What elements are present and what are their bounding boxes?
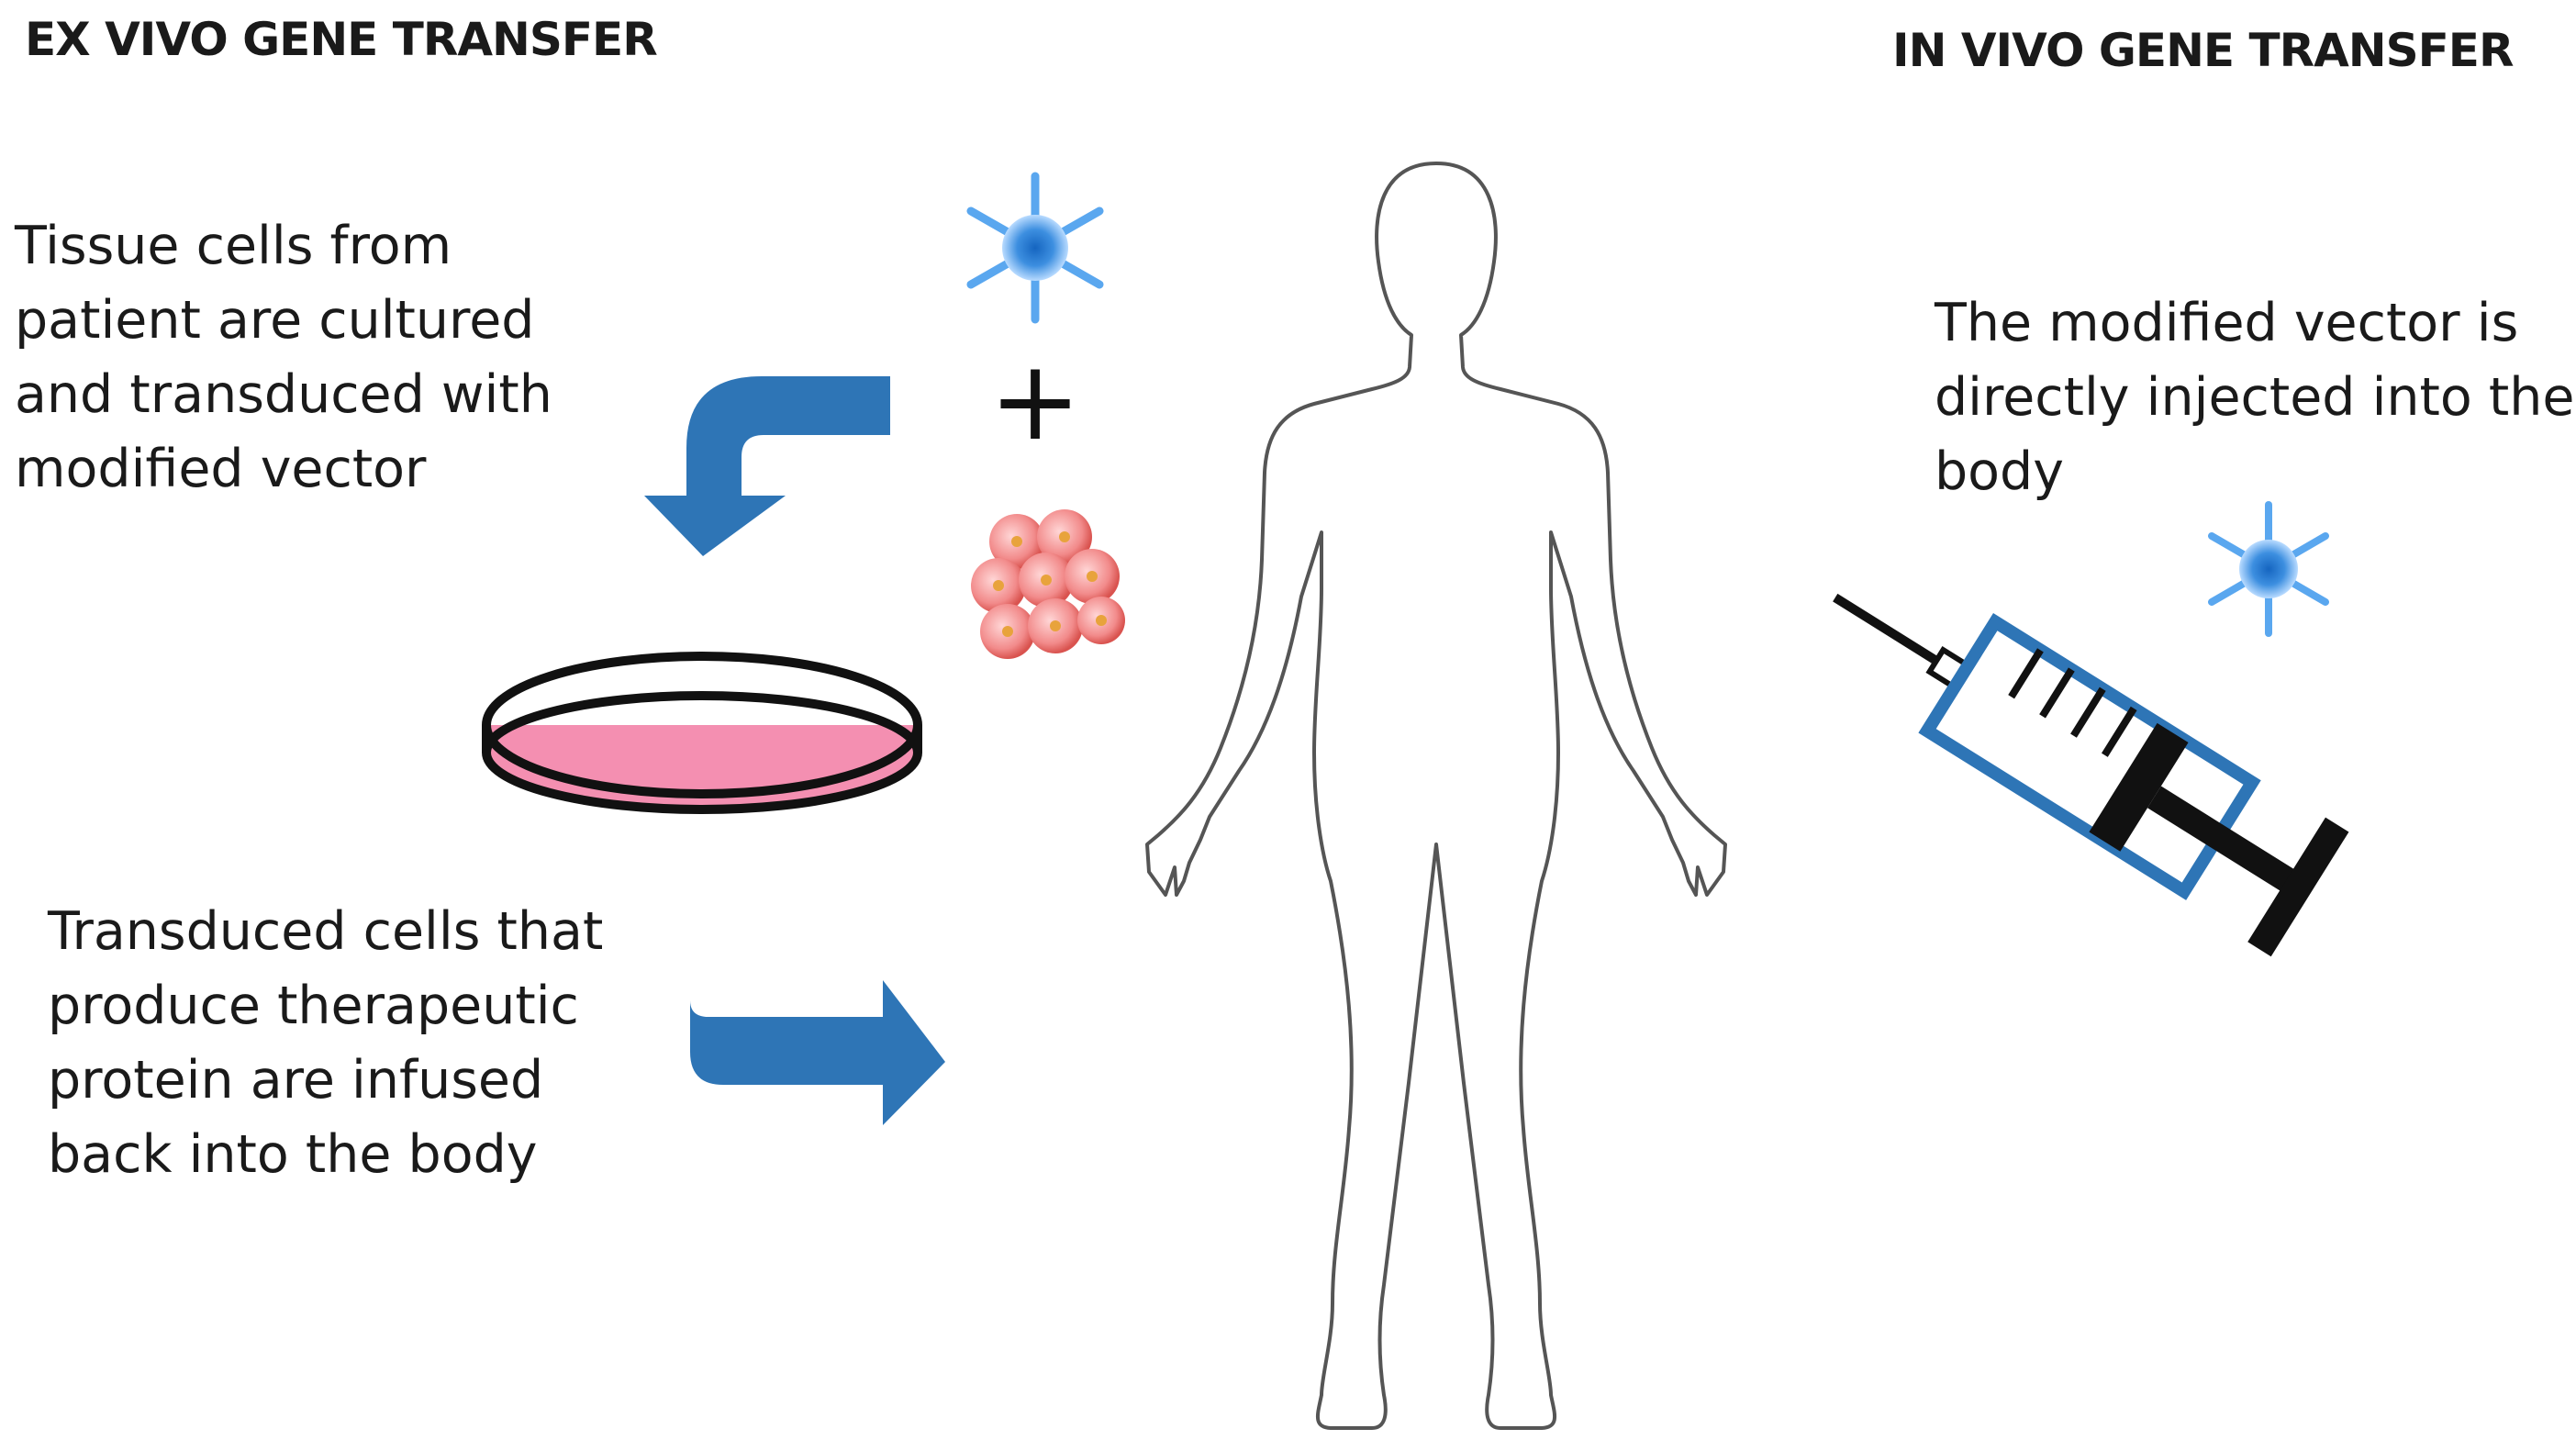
ex-vivo-heading: EX VIVO GENE TRANSFER (25, 13, 658, 66)
in-vivo-step-text: The modified vector is directly injected… (1935, 293, 2575, 502)
curved-arrow-icon (644, 376, 890, 556)
viral-vector-icon (2208, 501, 2329, 637)
plus-symbol: + (989, 338, 1082, 465)
human-body-outline (1145, 162, 1727, 1430)
syringe-icon (1833, 593, 2349, 957)
in-vivo-heading: IN VIVO GENE TRANSFER (1892, 24, 2514, 77)
ex-vivo-step-1-text: Tissue cells from patient are cultured a… (15, 216, 552, 499)
viral-vector-icon (966, 172, 1104, 324)
curved-arrow-icon (690, 954, 945, 1125)
petri-dish-icon (482, 652, 922, 814)
cell-cluster-icon (971, 509, 1125, 659)
ex-vivo-step-2-text: Transduced cells that produce therapeuti… (48, 901, 604, 1185)
